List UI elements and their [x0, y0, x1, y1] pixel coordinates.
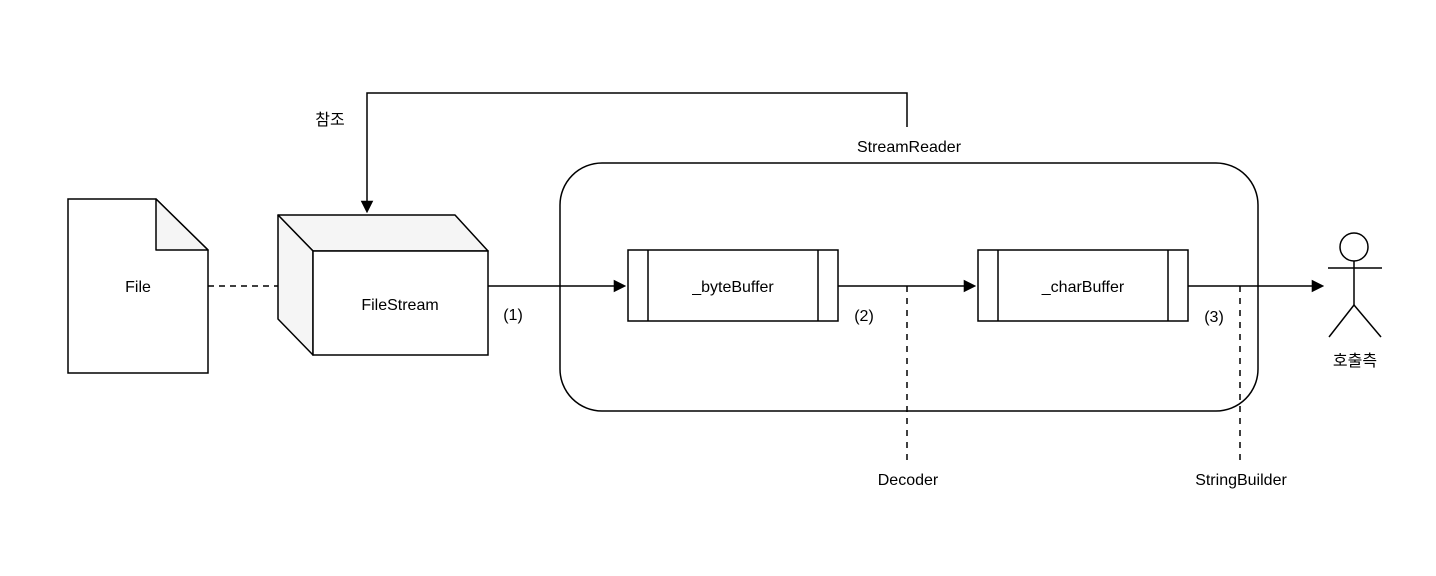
caller-label: 호출측	[1333, 352, 1377, 370]
caller-actor: 호출측	[1328, 232, 1382, 370]
filestream-label: FileStream	[361, 297, 438, 314]
step-2-label: (2)	[854, 308, 874, 325]
byte-buffer-node: _byteBuffer	[627, 249, 839, 322]
char-buffer-node: _charBuffer	[977, 249, 1189, 322]
filestream-top-face	[277, 214, 489, 252]
file-node: File	[67, 198, 209, 374]
file-label: File	[125, 279, 151, 296]
reference-arrow: 참조	[315, 92, 908, 211]
filestream-front-face	[312, 250, 489, 356]
char-buffer-label: _charBuffer	[1041, 279, 1125, 296]
stringbuilder-label: StringBuilder	[1195, 472, 1287, 489]
actor-head	[1339, 232, 1369, 262]
actor-right-leg	[1353, 304, 1382, 338]
actor-left-leg	[1328, 304, 1355, 338]
reference-label: 참조	[315, 111, 344, 129]
byte-buffer-shape	[627, 249, 839, 322]
char-buffer-shape	[977, 249, 1189, 322]
byte-buffer-label: _byteBuffer	[691, 279, 774, 296]
streamreader-label: StreamReader	[857, 139, 962, 156]
step-1-label: (1)	[503, 307, 523, 324]
file-fold-corner	[155, 198, 209, 251]
step-3-label: (3)	[1204, 309, 1224, 326]
decoder-label: Decoder	[878, 472, 939, 489]
streamreader-boundary	[559, 162, 1259, 412]
filestream-node: FileStream	[277, 214, 489, 356]
